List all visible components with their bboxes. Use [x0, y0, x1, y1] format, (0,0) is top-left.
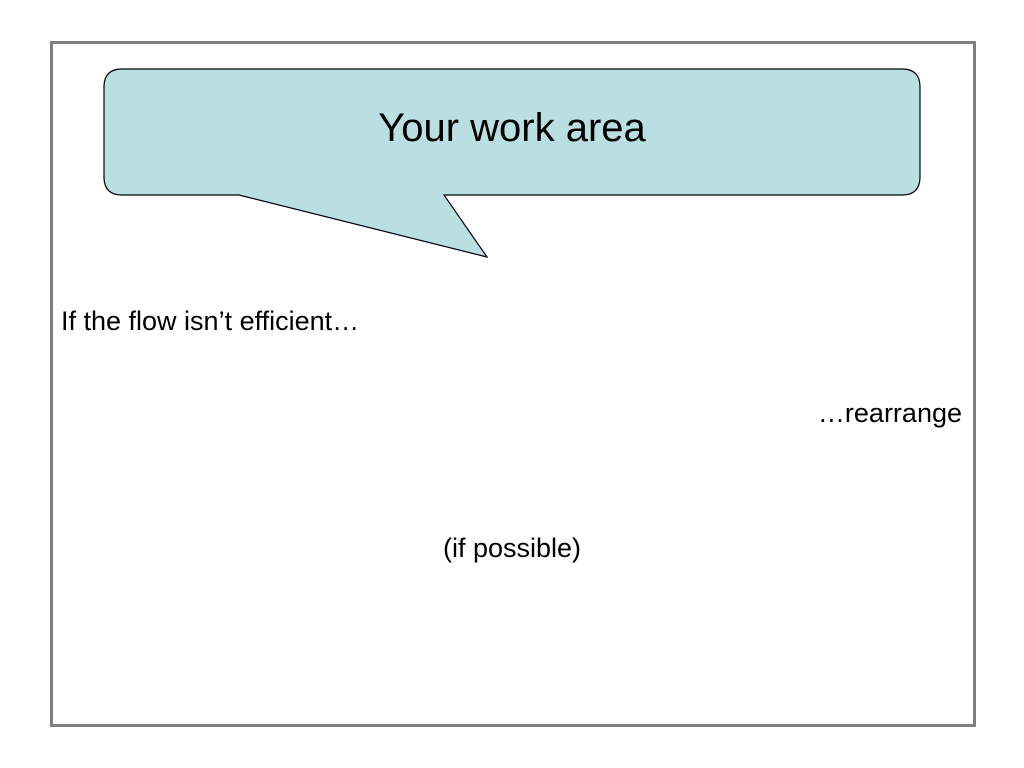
- callout-title: Your work area: [378, 106, 646, 150]
- text-rearrange: …rearrange: [817, 398, 962, 428]
- text-flow-not-efficient: If the flow isn’t efficient…: [61, 306, 360, 336]
- text-if-possible: (if possible): [442, 533, 582, 563]
